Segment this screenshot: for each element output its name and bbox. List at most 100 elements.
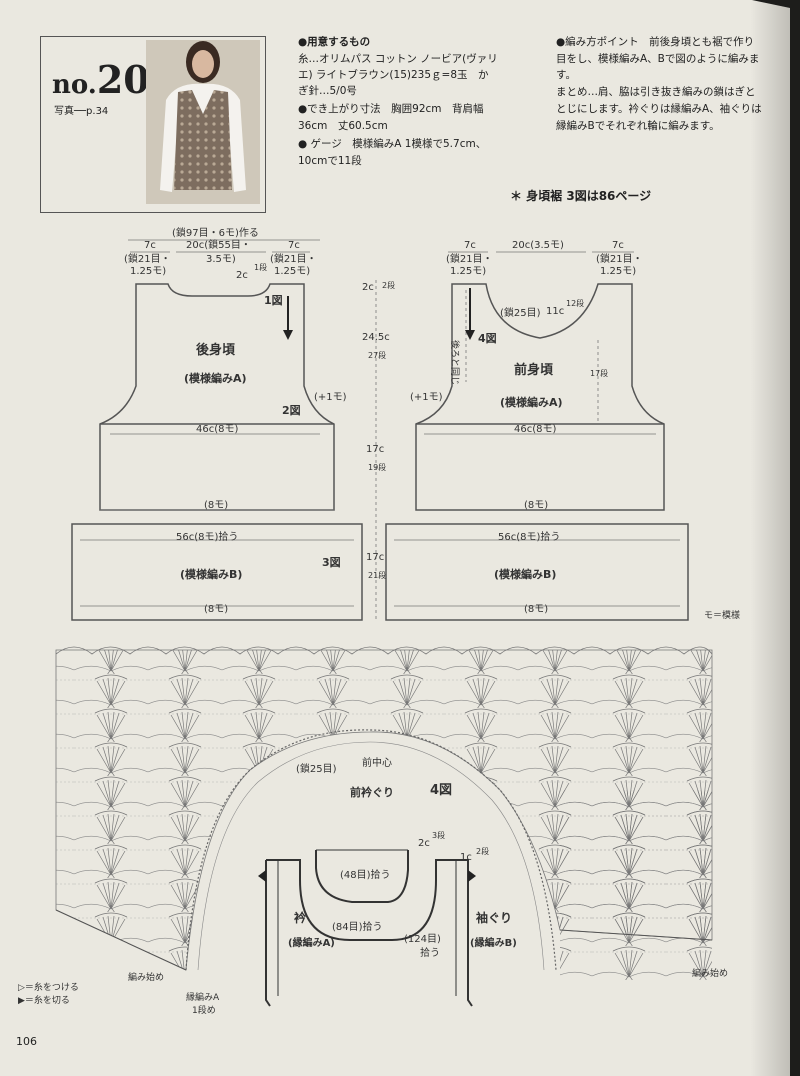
points-line-3: す。 — [556, 69, 576, 81]
back-neck-depth-rows: 1段 — [254, 262, 267, 272]
front-right-shoulder-sub2: 1.25モ) — [600, 266, 636, 277]
chart-front-center: 前中心 — [362, 756, 392, 769]
lace-top-edge — [55, 646, 713, 655]
front-side-rows: 17段 — [590, 368, 608, 378]
back-neck-width-sub: 3.5モ) — [206, 254, 236, 265]
front-figure-4: 4図 — [478, 331, 497, 345]
back-right-shoulder-sub2: 1.25モ) — [274, 266, 310, 277]
model-photo — [146, 40, 260, 204]
summary-line-3: 縁編みBでそれぞれ輪に編みます。 — [556, 120, 720, 132]
back-bodice-outline — [99, 283, 335, 511]
front-bodice-title: 前身頃 — [514, 362, 554, 378]
hem-figure-note: ＊ 身頃裾 3図は86ページ — [510, 189, 652, 203]
back-bodice-title: 後身頃 — [196, 342, 236, 358]
front-neck-rows: 12段 — [566, 298, 584, 308]
armhole-pattern: (縁編みB) — [470, 936, 517, 949]
photo-reference: 写真──p.34 — [54, 106, 109, 117]
points-line-2: 目をし、模様編みA、Bで図のように編みま — [556, 53, 760, 65]
pattern-number-prefix: no. — [52, 70, 97, 100]
edge-a-label: 縁編みA — [186, 991, 220, 1003]
front-hem-a: (8モ) — [524, 500, 548, 511]
front-left-shoulder-sub2: 1.25モ) — [450, 266, 486, 277]
back-figure-1: 1図 — [264, 293, 283, 307]
back-neck-width: 20c(鎖55目・ — [186, 238, 251, 251]
collar-edging — [265, 859, 473, 1007]
lace-right-field — [560, 790, 712, 980]
legend-cut: ▶＝糸を切る — [18, 994, 70, 1006]
back-hem-a: (8モ) — [204, 500, 228, 511]
materials-heading: ●用意するもの — [298, 36, 371, 48]
center-hem-measure: 17c — [366, 552, 384, 563]
back-width-56: 56c(8モ)拾う — [176, 530, 238, 543]
materials-line-3: ぎ針…5/0号 — [298, 85, 357, 97]
start-right: 編み始め — [692, 967, 728, 979]
size-line-2: 36cm 丈60.5cm — [298, 120, 388, 132]
back-bodice-pattern: (模様編みA) — [184, 371, 247, 385]
collar-pick-84: (84目)拾う — [332, 920, 383, 933]
lace-pattern-field — [55, 649, 713, 971]
back-cast-on-label: (鎖97目・6モ)作る — [172, 226, 259, 239]
front-bodice-outline — [415, 283, 665, 511]
gauge-line-1: ● ゲージ 模様編みA 1模様で5.7cm、 — [298, 138, 487, 150]
back-right-shoulder-sub1: (鎖21目・ — [270, 252, 317, 265]
chart-neckline-label: 前衿ぐり — [350, 785, 394, 799]
model-photo-illustration — [146, 40, 260, 204]
back-left-shoulder: 7c — [144, 240, 156, 251]
center-mid-measure: 24.5c — [362, 332, 390, 343]
front-neck-depth: 11c — [546, 306, 564, 317]
front-neck-chain: (鎖25目) — [500, 306, 541, 319]
center-lower-measure: 17c — [366, 444, 384, 455]
front-hem-pattern: (模様編みB) — [494, 567, 556, 581]
center-lower-rows: 19段 — [368, 462, 386, 472]
back-left-shoulder-sub2: 1.25モ) — [130, 266, 166, 277]
back-figure-2: 2図 — [282, 403, 301, 417]
materials-line-1: 糸…オリムパス コットン ノービア(ヴァリ — [298, 53, 498, 65]
armhole-pick-124: (124目) — [404, 934, 441, 945]
collar-height-rows: 3段 — [432, 830, 445, 840]
page-number: 106 — [16, 1035, 37, 1048]
size-line-1: ●でき上がり寸法 胸囲92cm 背肩幅 — [298, 103, 484, 115]
armhole-title: 袖ぐり — [476, 910, 512, 925]
back-hem-outline — [71, 523, 363, 621]
points-line-1: ●編み方ポイント 前後身頃とも裾で作り — [556, 36, 755, 48]
materials-line-2: エ) ライトブラウン(15)235ｇ=8玉 か — [298, 69, 489, 81]
start-left: 編み始め — [128, 971, 164, 983]
collar-inner — [315, 850, 409, 903]
front-plus-one: (+1モ) — [410, 392, 443, 403]
front-hem-bottom: (8モ) — [524, 604, 548, 615]
back-width-46: 46c(8モ) — [196, 424, 238, 435]
chart-figure-4: 4図 — [430, 783, 452, 798]
back-hem-bottom: (8モ) — [204, 604, 228, 615]
pattern-number-value: 20 — [96, 57, 150, 102]
back-hem-pattern: (模様編みB) — [180, 567, 242, 581]
armhole-pick-sub: 拾う — [420, 946, 440, 959]
edge-a-row: 1段め — [192, 1004, 216, 1016]
collar-pattern: (縁編みA) — [288, 936, 335, 949]
title-box — [40, 36, 266, 213]
front-same-as-back: 後ろと同じ — [449, 340, 461, 385]
chart-chain-25: (鎖25目) — [296, 762, 337, 775]
front-neck-width: 20c(3.5モ) — [512, 240, 564, 251]
back-plus-one: (+1モ) — [314, 392, 347, 403]
gauge-line-2: 10cmで11段 — [298, 155, 362, 167]
center-top-rows: 2段 — [382, 280, 395, 290]
center-top-measure: 2c — [362, 282, 374, 293]
armhole-height-rows: 2段 — [476, 846, 489, 856]
pattern-number: no.20 — [52, 60, 150, 110]
summary-line-1: まとめ…肩、脇は引き抜き編みの鎖はぎと — [556, 86, 756, 98]
schematic-diagrams: (鎖97目・6モ)作る 7c (鎖21目・ 1.25モ) 20c(鎖55目・ 3… — [71, 226, 740, 621]
unit-legend: モ＝模様 — [704, 609, 740, 621]
front-width-46: 46c(8モ) — [514, 424, 556, 435]
collar-title: 衿 — [294, 910, 306, 925]
back-neck-depth: 2c — [236, 270, 248, 281]
front-right-shoulder: 7c — [612, 240, 624, 251]
collar-pick-48: (48目)拾う — [340, 868, 391, 881]
front-hem-outline — [385, 523, 689, 621]
front-left-shoulder-sub1: (鎖21目・ — [446, 252, 493, 265]
collar-height: 2c — [418, 838, 430, 849]
armhole-height: 1c — [460, 852, 472, 863]
back-figure-3: 3図 — [322, 555, 341, 569]
stitch-chart: (鎖25目) 前中心 前衿ぐり 4図 衿 (縁編みA) 2c 3段 (48目)拾… — [18, 646, 728, 1016]
back-left-shoulder-sub1: (鎖21目・ — [124, 252, 171, 265]
